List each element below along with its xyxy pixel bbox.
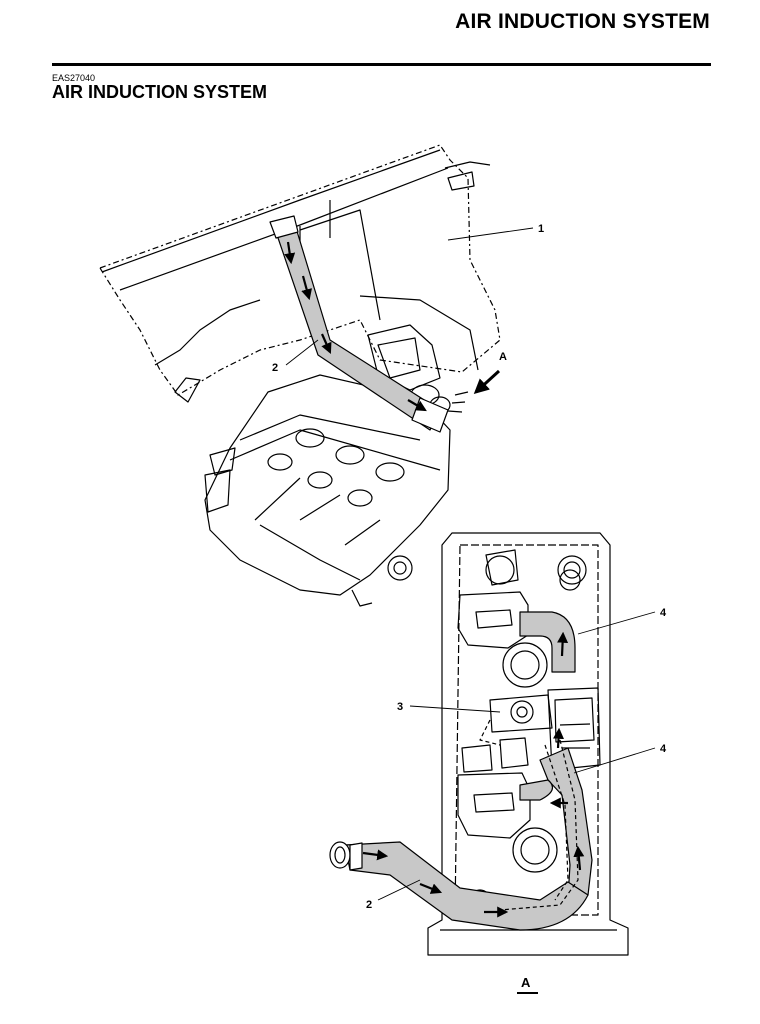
running-header: AIR INDUCTION SYSTEM xyxy=(455,10,710,33)
header-rule xyxy=(52,63,711,66)
document-code: EAS27040 xyxy=(52,73,96,83)
ignition-coil-1 xyxy=(457,591,529,649)
callout-2-upper: 2 xyxy=(272,362,278,374)
view-arrow-label: A xyxy=(499,351,507,363)
callout-3: 3 xyxy=(397,701,403,713)
callout-1: 1 xyxy=(538,223,544,235)
flow-arrows-lower xyxy=(362,631,585,918)
view-label: A xyxy=(521,975,531,990)
lower-engine-illustration xyxy=(329,532,656,956)
callout-2-lower: 2 xyxy=(366,899,372,911)
flow-arrows-upper xyxy=(284,241,501,412)
ignition-coil-2 xyxy=(457,772,531,839)
upper-engine-illustration xyxy=(99,144,534,607)
section-title: AIR INDUCTION SYSTEM xyxy=(52,82,268,102)
callout-4-lower: 4 xyxy=(660,743,667,755)
callout-4-upper: 4 xyxy=(660,607,667,619)
spark-plug-holes xyxy=(469,555,587,911)
air-induction-hose-2-lower xyxy=(329,841,589,931)
view-label-underline xyxy=(517,992,538,994)
air-induction-hose-upper xyxy=(269,215,449,433)
air-induction-hose-4-upper xyxy=(519,611,576,673)
